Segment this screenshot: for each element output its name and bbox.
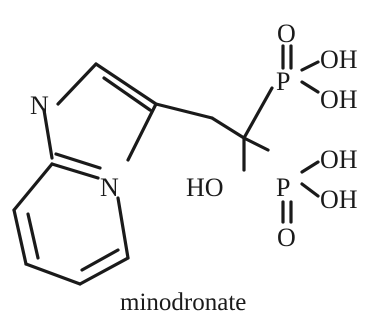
bond-c-p-top <box>242 86 274 140</box>
bond-p-oh-1 <box>300 60 320 72</box>
atom-n-top: N <box>30 91 49 120</box>
atom-n-bridge: N <box>100 173 119 202</box>
bond-n-c2 <box>56 62 98 106</box>
atom-p-top: P <box>276 67 290 96</box>
atom-o-top: O <box>277 19 296 48</box>
bond-c6-c5-double <box>80 248 120 272</box>
bond-c8a-nbridge <box>50 162 100 180</box>
bond-c8a-nbridge-double <box>54 152 102 170</box>
bond-p2-oh-2 <box>300 182 320 198</box>
bond-c8-c7-double <box>26 212 40 260</box>
imidazole-ring <box>42 62 158 180</box>
bond-c6-c5 <box>78 256 130 286</box>
atom-oh-4: OH <box>320 185 358 214</box>
bond-ch2-c <box>210 116 246 140</box>
atom-oh-2: OH <box>320 85 358 114</box>
atom-oh-3: OH <box>320 145 358 174</box>
bond-c5-nbridge <box>116 196 130 260</box>
atom-oh-1: OH <box>320 45 358 74</box>
bond-c8a-c8 <box>12 162 54 212</box>
bond-c-p-bottom <box>242 136 270 152</box>
atom-p-bottom: P <box>276 173 290 202</box>
atom-ho: HO <box>186 173 224 202</box>
bond-c8-c7 <box>12 208 28 266</box>
bond-c2-c3 <box>94 62 158 106</box>
pyridine-ring <box>12 162 130 286</box>
side-chain <box>154 86 274 172</box>
bond-p-oh-2 <box>300 80 320 94</box>
bond-c3-ch2 <box>154 102 214 120</box>
bond-c7-c6 <box>24 262 82 286</box>
bond-c2-c3-double <box>102 76 152 112</box>
bottom-phosphonate <box>281 160 320 224</box>
compound-name: minodronate <box>120 289 246 316</box>
top-phosphonate <box>281 44 320 94</box>
bond-n-c8a <box>42 108 54 160</box>
bond-p2-oh-1 <box>300 160 320 174</box>
atom-o-bottom: O <box>277 223 296 252</box>
bond-c3-nbridge <box>126 102 158 162</box>
